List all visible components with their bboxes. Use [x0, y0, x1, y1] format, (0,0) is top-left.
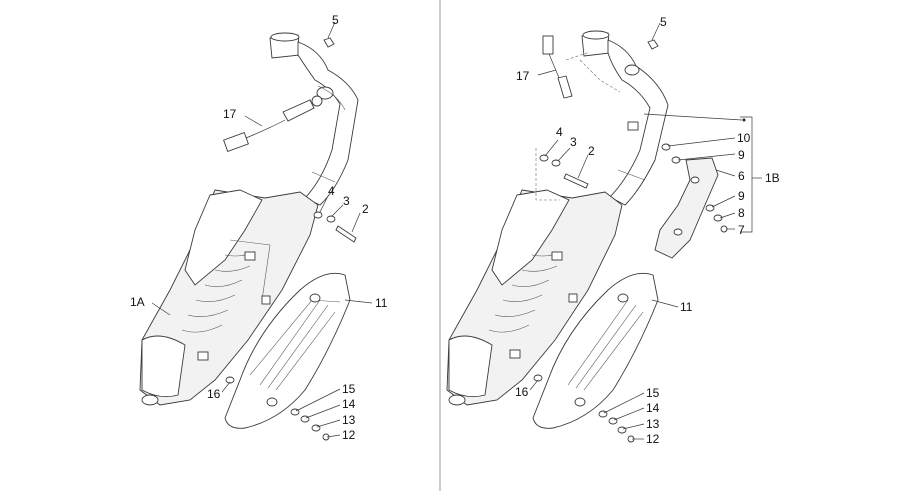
exhaust-pipe-right: [579, 30, 669, 206]
callout-14: 14: [646, 401, 660, 415]
left-panel: 5 17 4 3 2 1A 11 16 15 14 13 12: [130, 13, 388, 442]
callout-5: 5: [660, 15, 667, 29]
callout-9-upper: 9: [738, 148, 745, 162]
callout-2: 2: [588, 144, 595, 158]
callout-2: 2: [362, 202, 369, 216]
muffler-assembly-right: [446, 189, 623, 406]
callout-3: 3: [570, 135, 577, 149]
callout-16: 16: [515, 385, 529, 399]
exhaust-pipe: [269, 32, 359, 206]
callout-1B: 1B: [765, 171, 780, 185]
callout-14: 14: [342, 397, 356, 411]
callout-4: 4: [328, 184, 335, 198]
callout-3: 3: [343, 194, 350, 208]
callout-9-lower: 9: [738, 189, 745, 203]
callout-17: 17: [223, 107, 237, 121]
callout-15: 15: [342, 382, 356, 396]
right-panel: 5 17 4 3 2 10 9 6 1B 9 8 7 11 16 15 14 1…: [446, 15, 780, 446]
callout-1A: 1A: [130, 295, 145, 309]
lambda-sensor-right: [542, 35, 591, 99]
group-bracket-1B: [740, 116, 762, 233]
callout-16: 16: [207, 387, 221, 401]
callout-12: 12: [342, 428, 356, 442]
callout-5: 5: [332, 13, 339, 27]
fasteners-right: [533, 39, 728, 443]
callout-17: 17: [516, 69, 530, 83]
callout-13: 13: [646, 417, 660, 431]
callout-4: 4: [556, 125, 563, 139]
callout-12: 12: [646, 432, 660, 446]
pipe-heat-guard: [654, 157, 719, 259]
callout-10: 10: [737, 131, 751, 145]
muffler-assembly: [139, 189, 319, 406]
fasteners-left: [225, 37, 357, 441]
callout-8: 8: [738, 206, 745, 220]
callout-13: 13: [342, 413, 356, 427]
callout-15: 15: [646, 386, 660, 400]
heat-shield: [224, 272, 351, 429]
callout-11: 11: [375, 296, 388, 310]
heat-shield-right: [532, 272, 659, 429]
callout-7: 7: [738, 223, 745, 237]
callout-11: 11: [680, 300, 693, 314]
lambda-sensor: [223, 95, 323, 152]
callout-6: 6: [738, 169, 745, 183]
